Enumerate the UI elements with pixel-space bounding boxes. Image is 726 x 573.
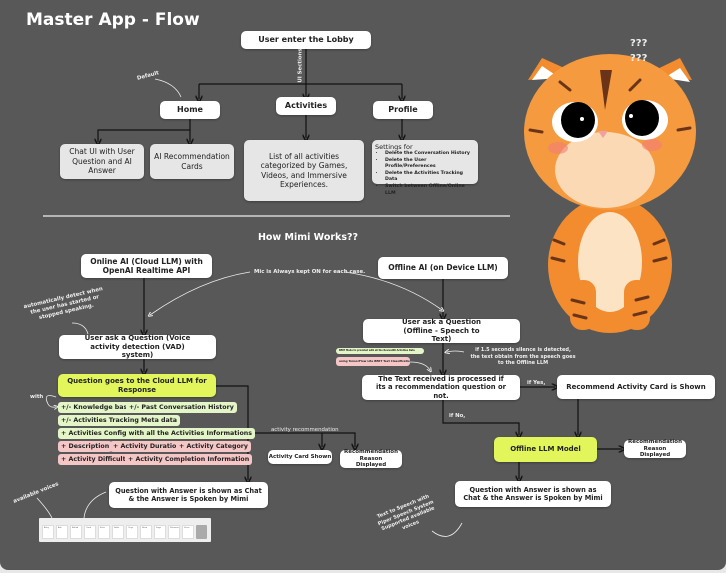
thought-line: ??? [630,52,648,64]
voice-option[interactable]: Verse [182,525,194,539]
context-chip: + Activity Duration [110,441,184,452]
activity-recommendation-label: activity recommendation [271,427,339,433]
home-cards-node: AI Recommendation Cards [150,144,234,179]
if-no-label: if No, [449,413,466,419]
context-chip: + Activities Config with all the Activit… [58,428,256,439]
text-processing-node: The Text received is processed if its a … [362,375,520,400]
offline-reason-node: Recommendation Reason Displayed [624,439,686,458]
lobby-entry-node: User enter the Lobby [241,31,371,49]
context-chip: + Activity Difficulty [58,454,133,465]
context-chip: +/- Past Conversation History [126,402,237,413]
if-yes-label: if Yes, [527,380,546,386]
profile-node: Profile [373,101,433,119]
online-ask-node: User ask a Question (Voice activity dete… [59,334,216,359]
voice-option[interactable]: Coral [84,525,96,539]
settings-item: Switch between Offline/Online LLM [385,184,475,197]
home-chat-node: Chat UI with User Question and AI Answer [60,144,144,179]
offline-llm-node: Offline LLM Model [494,437,597,462]
voice-option[interactable]: Echo [98,525,110,539]
settings-node: Settings for Delete the Conversation His… [372,140,478,196]
how-section-title: How Mimi Works?? [257,232,359,243]
recommend-card-node: Recommend Activity Card is Shown [557,375,715,399]
offline-ai-node: Offline AI (on Device LLM) [378,257,508,279]
tflite-note: using TensorFlow Lite BERT Text Classifi… [336,357,410,366]
thought-line: ??? [630,38,648,49]
voice-option[interactable]: Nova [140,525,152,539]
tiger-body [548,197,672,333]
settings-item: Delete the Activities Tracking Data [385,171,475,184]
context-chip: +/- Activities Tracking Meta data [58,415,181,426]
context-chip: + Description [58,441,113,452]
cloud-llm-node: Question goes to the Cloud LLM for Respo… [58,374,216,397]
home-node: Home [160,101,220,119]
voice-option[interactable]: Onyx [126,525,138,539]
voice-option[interactable]: Shimmer [168,525,180,539]
settings-item: Delete the User Profile/Preferences [385,158,475,171]
activities-list-node: List of all activities categorized by Ga… [244,140,364,201]
context-chip: + Activity Category [176,441,252,452]
play-voice-button[interactable] [196,525,207,539]
context-chip: +/- Knowledge base [58,402,135,413]
voice-option[interactable]: Ballad [70,525,82,539]
voice-option[interactable]: Alloy [42,525,54,539]
online-answer-node: Question with Answer is shown as Chat & … [109,482,268,508]
context-chip: + Activity Completion Information [125,454,253,465]
settings-title: Settings for [375,143,413,151]
mic-note: Mic is Always kept ON for each case. [254,269,366,275]
offline-ask-node: User ask a Question (Offline - Speech to… [363,318,520,343]
offline-answer-node: Question with Answer is shown as Chat & … [455,481,611,507]
bert-note: BERT Model is provided with all the Revi… [336,348,424,354]
voice-option[interactable]: Ash [56,525,68,539]
online-ai-node: Online AI (Cloud LLM) with OpenAI Realti… [81,254,212,278]
voice-option[interactable]: Fable [112,525,124,539]
online-reason-node: Recommendation Reason Displayed [340,449,402,468]
activities-node: Activities [276,97,336,115]
settings-item: Delete the Conversation History [385,151,475,158]
online-card-shown-node: Activity Card Shown [268,450,332,464]
mascot-thought: ??? ??? [630,37,647,66]
page-title: Master App - Flow [26,10,200,30]
silence-note: if 1.5 seconds silence is detected, the … [470,347,576,366]
voice-option[interactable]: Sage [154,525,166,539]
with-label: with [30,394,44,400]
tiger-head [524,54,696,210]
